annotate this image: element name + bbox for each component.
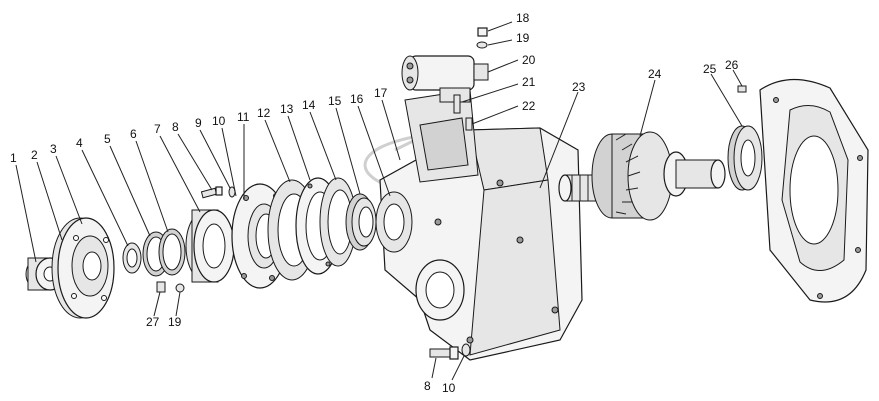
callout-19-lower: 19 [168, 315, 182, 329]
callout-3: 3 [50, 142, 57, 156]
part-2-3-flange [51, 217, 115, 319]
callout-10-lower: 10 [442, 381, 456, 395]
callout-11: 11 [237, 110, 250, 124]
callout-8-upper: 8 [172, 120, 179, 134]
callout-26: 26 [725, 58, 739, 72]
part-25-bearing [727, 125, 763, 191]
part-21-stud [453, 94, 461, 114]
part-16-housing [375, 127, 583, 361]
callout-1: 1 [10, 151, 17, 165]
callout-4: 4 [76, 136, 83, 150]
part-cover-right [759, 78, 869, 303]
part-8-bolt-upper [200, 186, 223, 199]
callout-15: 15 [328, 94, 342, 108]
leader-lines [15, 21, 743, 381]
part-22-pin [465, 117, 473, 131]
callout-19-top: 19 [516, 31, 530, 45]
callout-8-lower: 8 [424, 379, 431, 393]
part-26-screw [737, 85, 747, 93]
callout-13: 13 [280, 102, 294, 116]
callout-23: 23 [572, 80, 586, 94]
part-7-cap [185, 209, 235, 283]
callout-16: 16 [350, 92, 364, 106]
callout-18: 18 [516, 11, 530, 25]
callout-27: 27 [146, 315, 160, 329]
callout-6: 6 [130, 127, 137, 141]
part-4-seal [122, 242, 142, 274]
callout-labels: 1 2 3 4 5 6 7 8 9 10 11 12 13 14 15 16 1… [10, 11, 739, 395]
callout-25: 25 [703, 62, 717, 76]
callout-20: 20 [522, 53, 536, 67]
callout-9: 9 [195, 116, 202, 130]
callout-7: 7 [154, 122, 161, 136]
part-18-nut [477, 27, 488, 37]
callout-10-upper: 10 [212, 114, 226, 128]
callout-24: 24 [648, 67, 662, 81]
callout-12: 12 [257, 106, 271, 120]
part-27-pin [156, 281, 166, 293]
callout-22: 22 [522, 99, 536, 113]
part-10-washer-lower [461, 343, 471, 357]
callout-5: 5 [104, 132, 111, 146]
callout-14: 14 [302, 98, 316, 112]
callout-21: 21 [522, 75, 536, 89]
callout-17: 17 [374, 86, 388, 100]
part-24-gear [591, 131, 726, 221]
part-14-shim [319, 177, 357, 267]
part-8-bolt-lower [429, 346, 459, 360]
part-19-washer-left [175, 283, 185, 293]
callout-2: 2 [31, 148, 38, 162]
part-19-washer-top [476, 41, 488, 49]
part-6-ring [158, 228, 186, 276]
part-15-bearing [345, 193, 377, 251]
part-20-pump [401, 55, 489, 103]
